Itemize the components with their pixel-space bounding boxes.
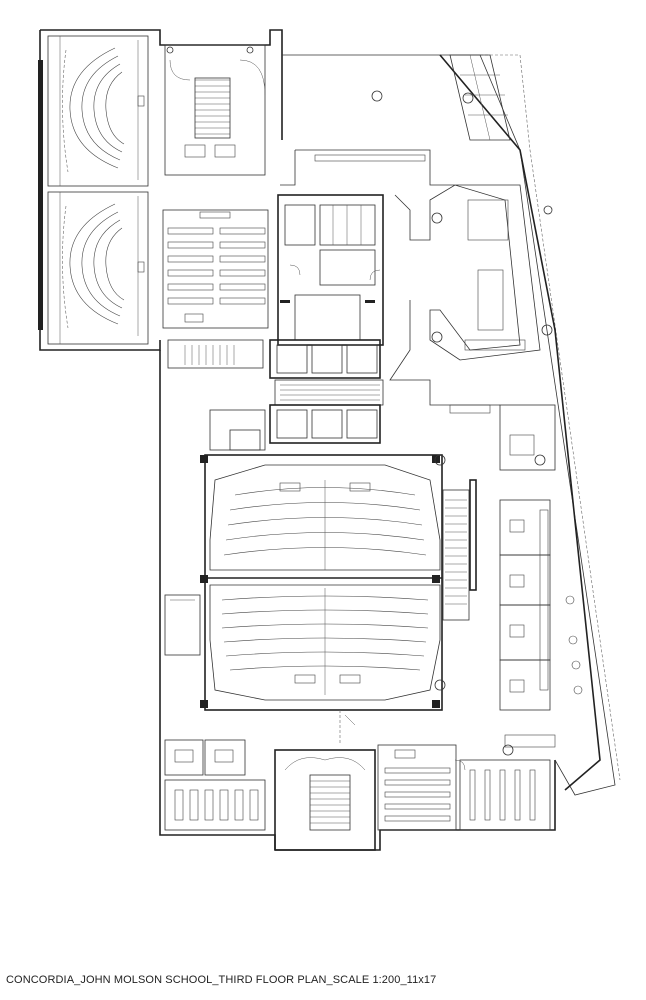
stair-north — [164, 44, 266, 176]
classroom-south — [377, 744, 551, 831]
auditorium — [200, 454, 443, 711]
classroom-upper-south — [47, 191, 149, 345]
classroom-upper-north — [47, 35, 149, 187]
skylight — [449, 54, 511, 141]
stair-mid-left — [167, 339, 264, 369]
columns — [166, 46, 553, 756]
study-tables-upper-right — [314, 154, 526, 414]
building-core — [269, 194, 384, 444]
building-envelope — [38, 29, 621, 851]
stair-east-auditorium — [442, 479, 477, 621]
meeting-rooms-east — [499, 404, 556, 711]
stair-south — [274, 749, 376, 851]
west-rooms-lower — [164, 409, 266, 831]
east-study-desks — [504, 509, 583, 748]
door-swings — [289, 264, 466, 771]
plan-caption: CONCORDIA_JOHN MOLSON SCHOOL_THIRD FLOOR… — [6, 974, 437, 986]
classroom-rows-upper — [162, 209, 269, 329]
